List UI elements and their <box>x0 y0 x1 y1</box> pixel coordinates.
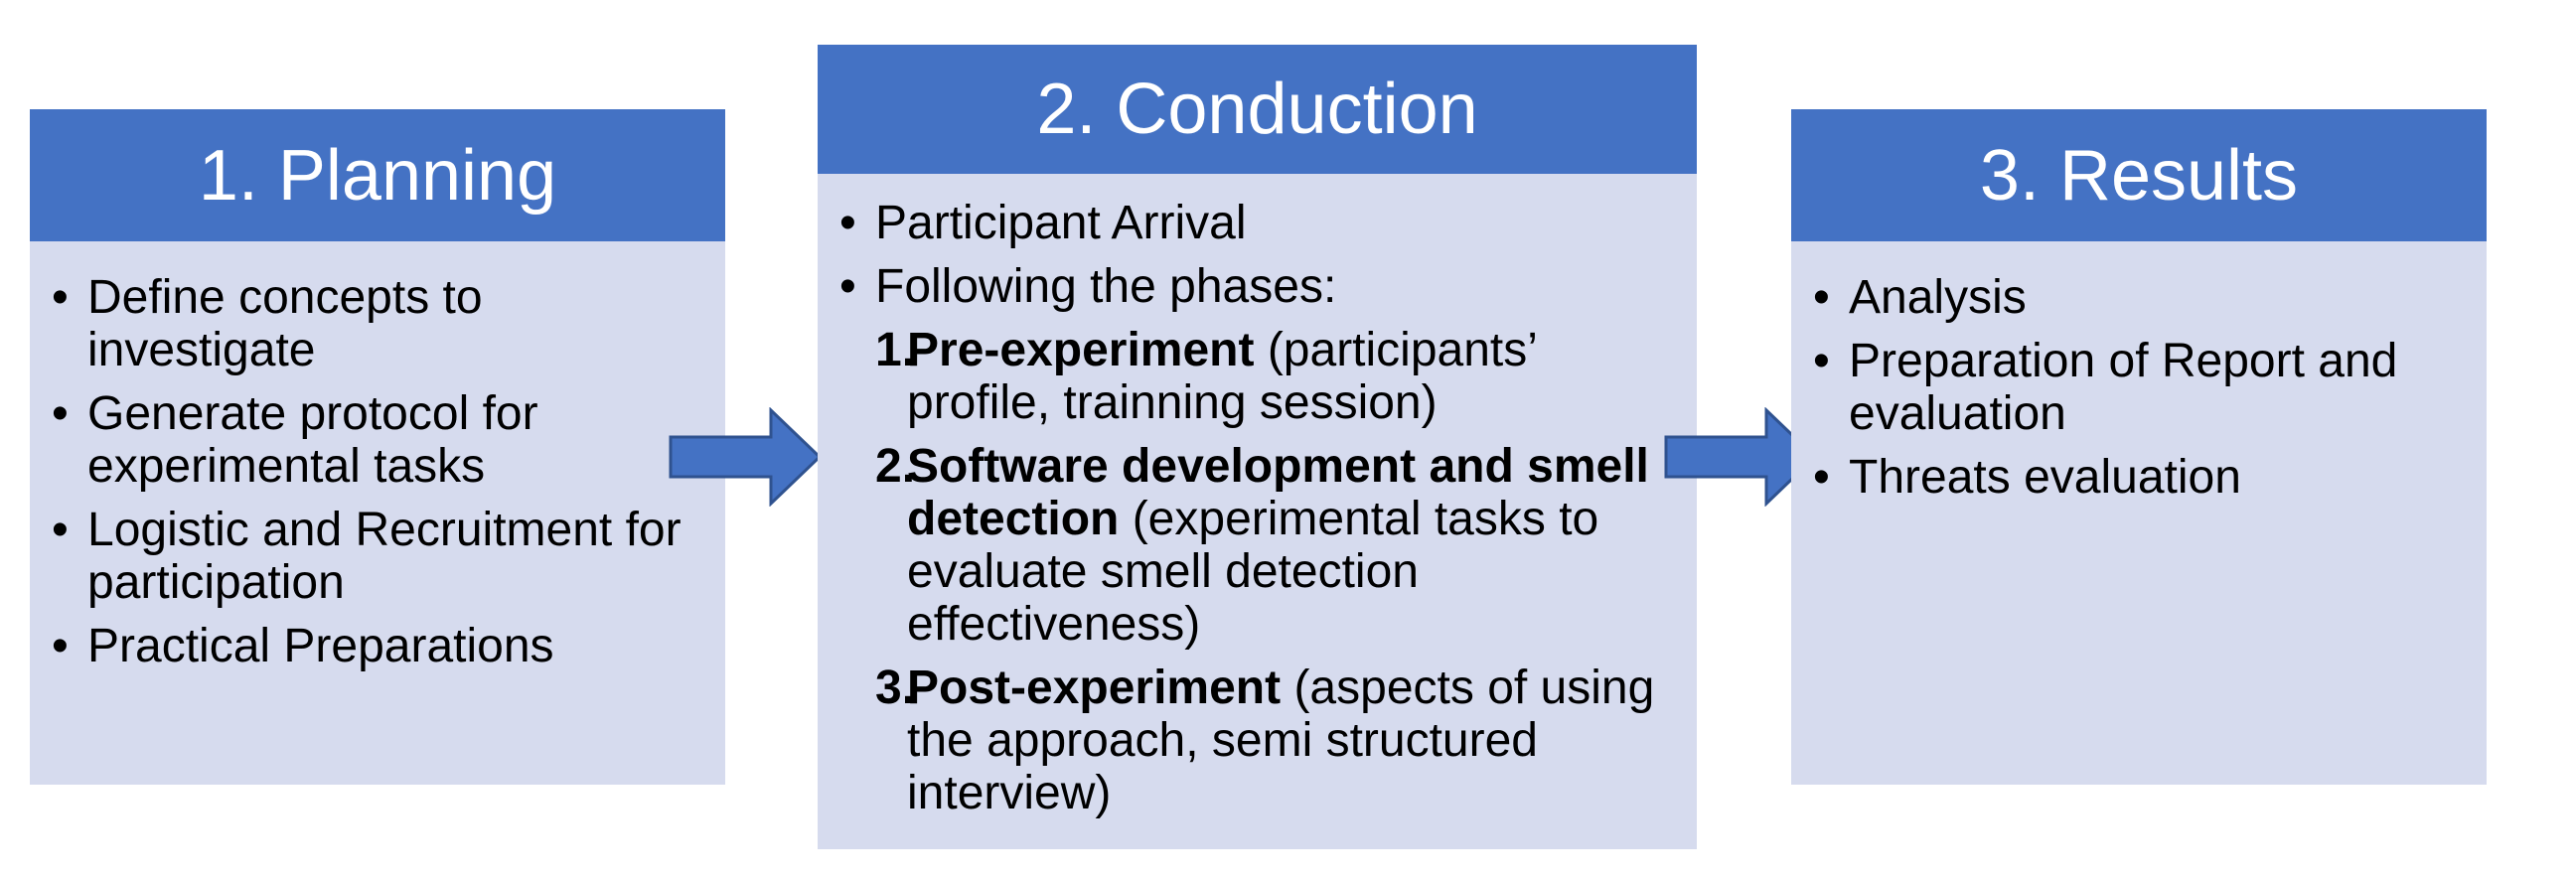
phase-title: Software development and smell detection <box>907 440 1649 545</box>
phase-number: 3. <box>875 662 916 714</box>
bullet-icon: • <box>1813 451 1830 504</box>
planning-item-text: Logistic and Recruitment for participati… <box>87 504 682 609</box>
phase-description: (experimental tasks to evaluate smell de… <box>907 493 1599 651</box>
results-item: • Analysis <box>1791 271 2467 324</box>
phase-number: 1. <box>875 324 916 376</box>
right-arrow-icon <box>1664 407 1818 507</box>
planning-item-text: Define concepts to investigate <box>87 271 483 376</box>
bullet-icon: • <box>52 620 69 672</box>
results-item-text: Preparation of Report and evaluation <box>1849 335 2398 440</box>
phase-title: Post-experiment <box>907 662 1282 714</box>
planning-list: • Define concepts to investigate • Gener… <box>30 271 705 672</box>
planning-item: • Practical Preparations <box>30 620 705 672</box>
results-panel: 3. Results • Analysis • Preparation of R… <box>1791 109 2487 785</box>
bullet-icon: • <box>52 387 69 440</box>
results-item: • Preparation of Report and evaluation <box>1791 335 2467 440</box>
bullet-icon: • <box>1813 335 1830 387</box>
results-body: • Analysis • Preparation of Report and e… <box>1791 241 2487 504</box>
phase-number: 2. <box>875 440 916 493</box>
results-list: • Analysis • Preparation of Report and e… <box>1791 271 2467 504</box>
phase-description: (aspects of using the approach, semi str… <box>907 662 1655 819</box>
planning-body: • Define concepts to investigate • Gener… <box>30 241 725 672</box>
conduction-title: 2. Conduction <box>818 45 1697 174</box>
right-arrow-icon <box>669 407 823 507</box>
planning-item: • Generate protocol for experimental tas… <box>30 387 705 493</box>
planning-item: • Logistic and Recruitment for participa… <box>30 504 705 609</box>
phase-list: 1. Pre-experiment (participants’ profile… <box>818 324 1677 819</box>
conduction-item-text: Following the phases: <box>875 260 1337 313</box>
phase-item: 2. Software development and smell detect… <box>818 440 1677 651</box>
results-item-text: Threats evaluation <box>1849 451 2241 504</box>
results-title: 3. Results <box>1791 109 2487 241</box>
conduction-item: • Participant Arrival <box>818 197 1677 249</box>
results-item: • Threats evaluation <box>1791 451 2467 504</box>
results-item-text: Analysis <box>1849 271 2027 324</box>
conduction-body: • Participant Arrival • Following the ph… <box>818 174 1697 819</box>
bullet-icon: • <box>1813 271 1830 324</box>
bullet-icon: • <box>52 504 69 556</box>
conduction-item-text: Participant Arrival <box>875 197 1247 249</box>
phase-title: Pre-experiment <box>907 324 1255 376</box>
planning-title: 1. Planning <box>30 109 725 241</box>
conduction-item: • Following the phases: <box>818 260 1677 313</box>
phase-item: 1. Pre-experiment (participants’ profile… <box>818 324 1677 429</box>
bullet-icon: • <box>839 260 856 313</box>
conduction-panel: 2. Conduction • Participant Arrival • Fo… <box>818 45 1697 849</box>
planning-item-text: Generate protocol for experimental tasks <box>87 387 538 493</box>
phase-item: 3. Post-experiment (aspects of using the… <box>818 662 1677 819</box>
planning-item: • Define concepts to investigate <box>30 271 705 376</box>
planning-item-text: Practical Preparations <box>87 620 554 672</box>
conduction-list: • Participant Arrival • Following the ph… <box>818 197 1677 313</box>
bullet-icon: • <box>839 197 856 249</box>
phase-description: (participants’ profile, trainning sessio… <box>907 324 1537 429</box>
planning-panel: 1. Planning • Define concepts to investi… <box>30 109 725 785</box>
bullet-icon: • <box>52 271 69 324</box>
